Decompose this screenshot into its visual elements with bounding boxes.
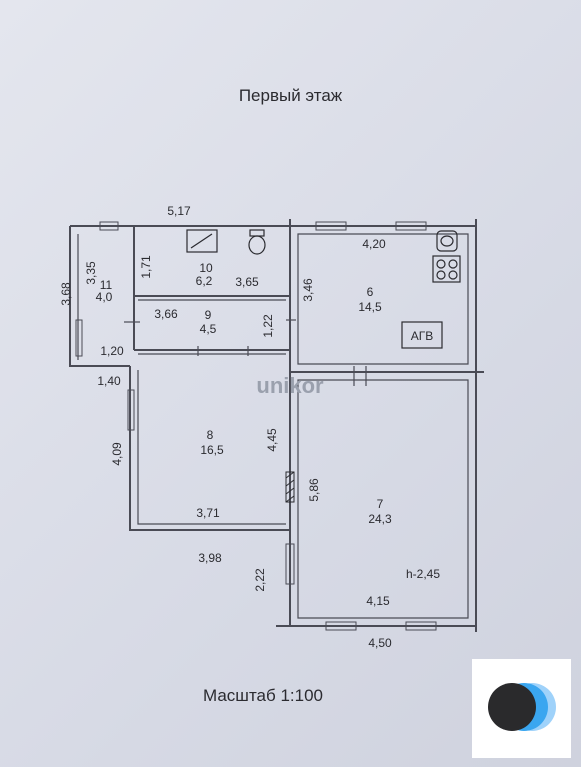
bathroom-fixtures: [186, 229, 266, 255]
room-area: 4,0: [96, 290, 113, 304]
dimension-label: 4,45: [265, 428, 279, 452]
page-title: Первый этаж: [238, 86, 343, 105]
wall-room8: [129, 366, 290, 531]
scale-label: Масштаб 1:100: [203, 686, 323, 705]
room-area: 24,3: [368, 512, 392, 526]
window-room7-right-bottom: [405, 621, 437, 631]
vertical-dimension-labels: 3,35 3,68 1,71 3,46 1,22 4,09 4,45 5,86 …: [59, 255, 321, 592]
window-kitchen-right: [395, 221, 427, 231]
window-room8: [127, 389, 135, 431]
dimension-label: 2,22: [253, 568, 267, 592]
dimension-label: 3,68: [59, 282, 73, 306]
dimension-label: 3,35: [84, 261, 98, 285]
logo-circles-icon: [488, 683, 556, 731]
door-markers: [124, 319, 367, 386]
wall-top-right: [289, 219, 477, 227]
toilet-bowl-icon: [248, 235, 266, 255]
room-area: 16,5: [200, 443, 224, 457]
window-kitchen-left: [315, 221, 347, 231]
dimension-label: 1,40: [97, 374, 121, 388]
wall-bottom: [276, 625, 477, 632]
dimension-label: 4,15: [366, 594, 390, 608]
dimension-label: 4,20: [362, 237, 386, 251]
window-room11-side: [75, 319, 83, 357]
dimension-label: 4,09: [110, 442, 124, 466]
brand-logo: [472, 659, 571, 758]
room-number: 11: [100, 278, 113, 292]
agv-boiler-box: [401, 321, 443, 349]
dimension-label: 4,50: [368, 636, 392, 650]
window-room7-left: [285, 543, 295, 585]
dimension-label: 1,22: [261, 314, 275, 338]
room-number: 8: [207, 428, 214, 442]
wall-room11-outer: [69, 226, 130, 367]
dimension-label: 3,65: [235, 275, 259, 289]
room-number: 6: [367, 285, 374, 299]
room-area: 14,5: [358, 300, 382, 314]
kitchen-fixtures: [401, 230, 461, 349]
room-area: 4,5: [200, 322, 217, 336]
dimension-label: 3,46: [301, 278, 315, 302]
dimension-label: 5,86: [307, 478, 321, 502]
dimension-label: 1,20: [100, 344, 124, 358]
room-number: 9: [205, 308, 212, 322]
dimension-label: 3,66: [154, 307, 178, 321]
sink-icon: [436, 230, 458, 252]
dimension-labels: 5,17 4,20 3,65 3,66 1,20 1,40 3,71 3,98 …: [97, 204, 440, 650]
room-labels: 11 4,0 10 6,2 9 4,5 6 14,5 8 16,5 7 24,3: [96, 261, 392, 526]
shower-icon: [186, 229, 218, 253]
dimension-label: 5,17: [167, 204, 191, 218]
window-room11: [99, 221, 119, 231]
room-area: 6,2: [196, 274, 213, 288]
room-number: 7: [377, 497, 384, 511]
watermark-text: unikor: [256, 373, 324, 398]
agv-label: АГВ: [411, 329, 434, 343]
dimension-label: h-2,45: [406, 567, 440, 581]
walls: [69, 219, 484, 632]
dimension-label: 3,98: [198, 551, 222, 565]
toilet-tank-icon: [249, 229, 265, 237]
dimension-label: 1,71: [139, 255, 153, 279]
door-hatch: [285, 471, 295, 503]
stove-icon: [432, 255, 461, 283]
windows: [75, 221, 437, 631]
wall-inner-lines: [77, 233, 469, 619]
dimension-label: 3,71: [196, 506, 220, 520]
window-room7-left-bottom: [325, 621, 357, 631]
room-number: 10: [199, 261, 213, 275]
